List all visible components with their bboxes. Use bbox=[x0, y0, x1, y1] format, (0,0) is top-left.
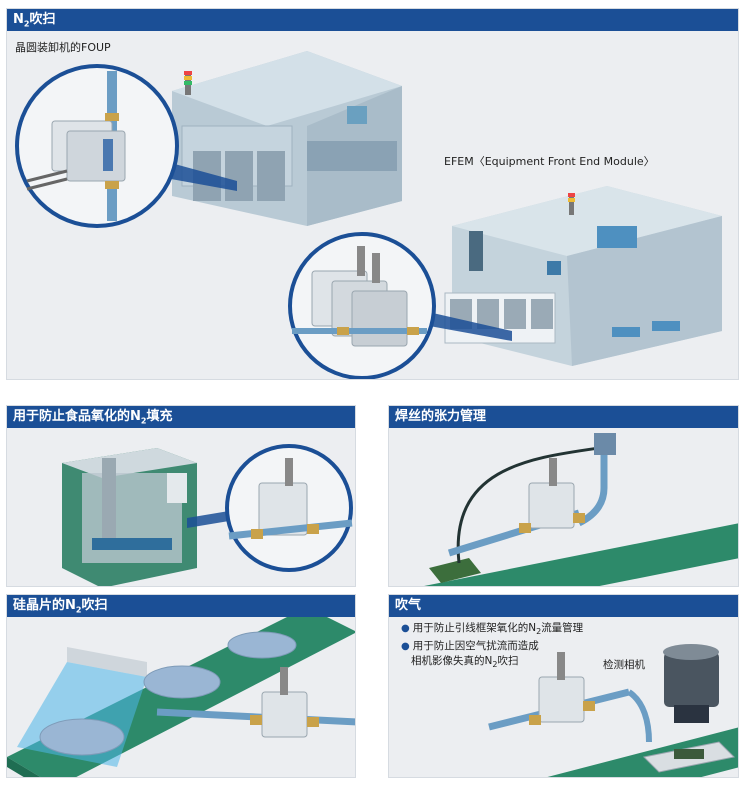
foup-loader-machine bbox=[172, 51, 402, 226]
wafer-disc bbox=[39, 718, 125, 756]
bullet-item: ●用于防止引线框架氧化的N2流量管理 bbox=[401, 622, 584, 637]
bullet-item-continued: 相机影像失真的N2吹扫 bbox=[411, 655, 519, 670]
wafer-disc bbox=[227, 631, 297, 659]
wafer-sensor bbox=[250, 667, 319, 738]
panel-header-weld: 焊丝的张力管理 bbox=[389, 406, 738, 428]
label-efem: EFEM〈Equipment Front End Module〉 bbox=[444, 155, 655, 168]
camera-icon bbox=[663, 644, 719, 723]
panel-header-n2-purge: N2吹扫 bbox=[7, 9, 738, 31]
wafer-disc bbox=[143, 665, 221, 699]
panel-header-food: 用于防止食品氧化的N2填充 bbox=[7, 406, 355, 428]
blow-bullet-list: ●用于防止引线框架氧化的N2流量管理 ●用于防止因空气扰流而造成 相机影像失真的… bbox=[401, 621, 583, 672]
foup-sensor-zoom bbox=[15, 64, 179, 228]
efem-machine bbox=[444, 186, 722, 366]
panel-n2-purge: N2吹扫 晶圆装卸机的FOUP EFEM〈Equipment Front End… bbox=[6, 8, 739, 380]
food-packaging-machine bbox=[62, 448, 197, 586]
panel-wire-tension: 焊丝的张力管理 bbox=[388, 405, 739, 587]
weld-illustration bbox=[424, 433, 738, 586]
n2-purge-illustration bbox=[15, 51, 722, 379]
camera-label: 检测相机 bbox=[603, 659, 645, 671]
panel-header-wafer: 硅晶片的N2吹扫 bbox=[7, 595, 355, 617]
wafer-illustration bbox=[7, 617, 355, 777]
food-sensor-zoom bbox=[225, 444, 353, 572]
blow-sensor bbox=[529, 652, 595, 725]
weld-sensor bbox=[519, 458, 585, 533]
bullet-item: ●用于防止因空气扰流而造成 bbox=[401, 640, 539, 653]
panel-air-blow: 吹气 ●用于防止引线框架氧化的N2流量管理 ●用于防止因空气扰流而造成 相机影像… bbox=[388, 594, 739, 778]
panel-header-blow: 吹气 bbox=[389, 595, 738, 617]
blow-illustration bbox=[488, 644, 738, 777]
lead-frame bbox=[642, 741, 736, 773]
panel-wafer-n2-purge: 硅晶片的N2吹扫 bbox=[6, 594, 356, 778]
label-foup: 晶圆装卸机的FOUP bbox=[15, 41, 111, 54]
efem-sensor-zoom bbox=[288, 232, 436, 379]
food-illustration bbox=[62, 444, 353, 586]
panel-food-n2-fill: 用于防止食品氧化的N2填充 bbox=[6, 405, 356, 587]
